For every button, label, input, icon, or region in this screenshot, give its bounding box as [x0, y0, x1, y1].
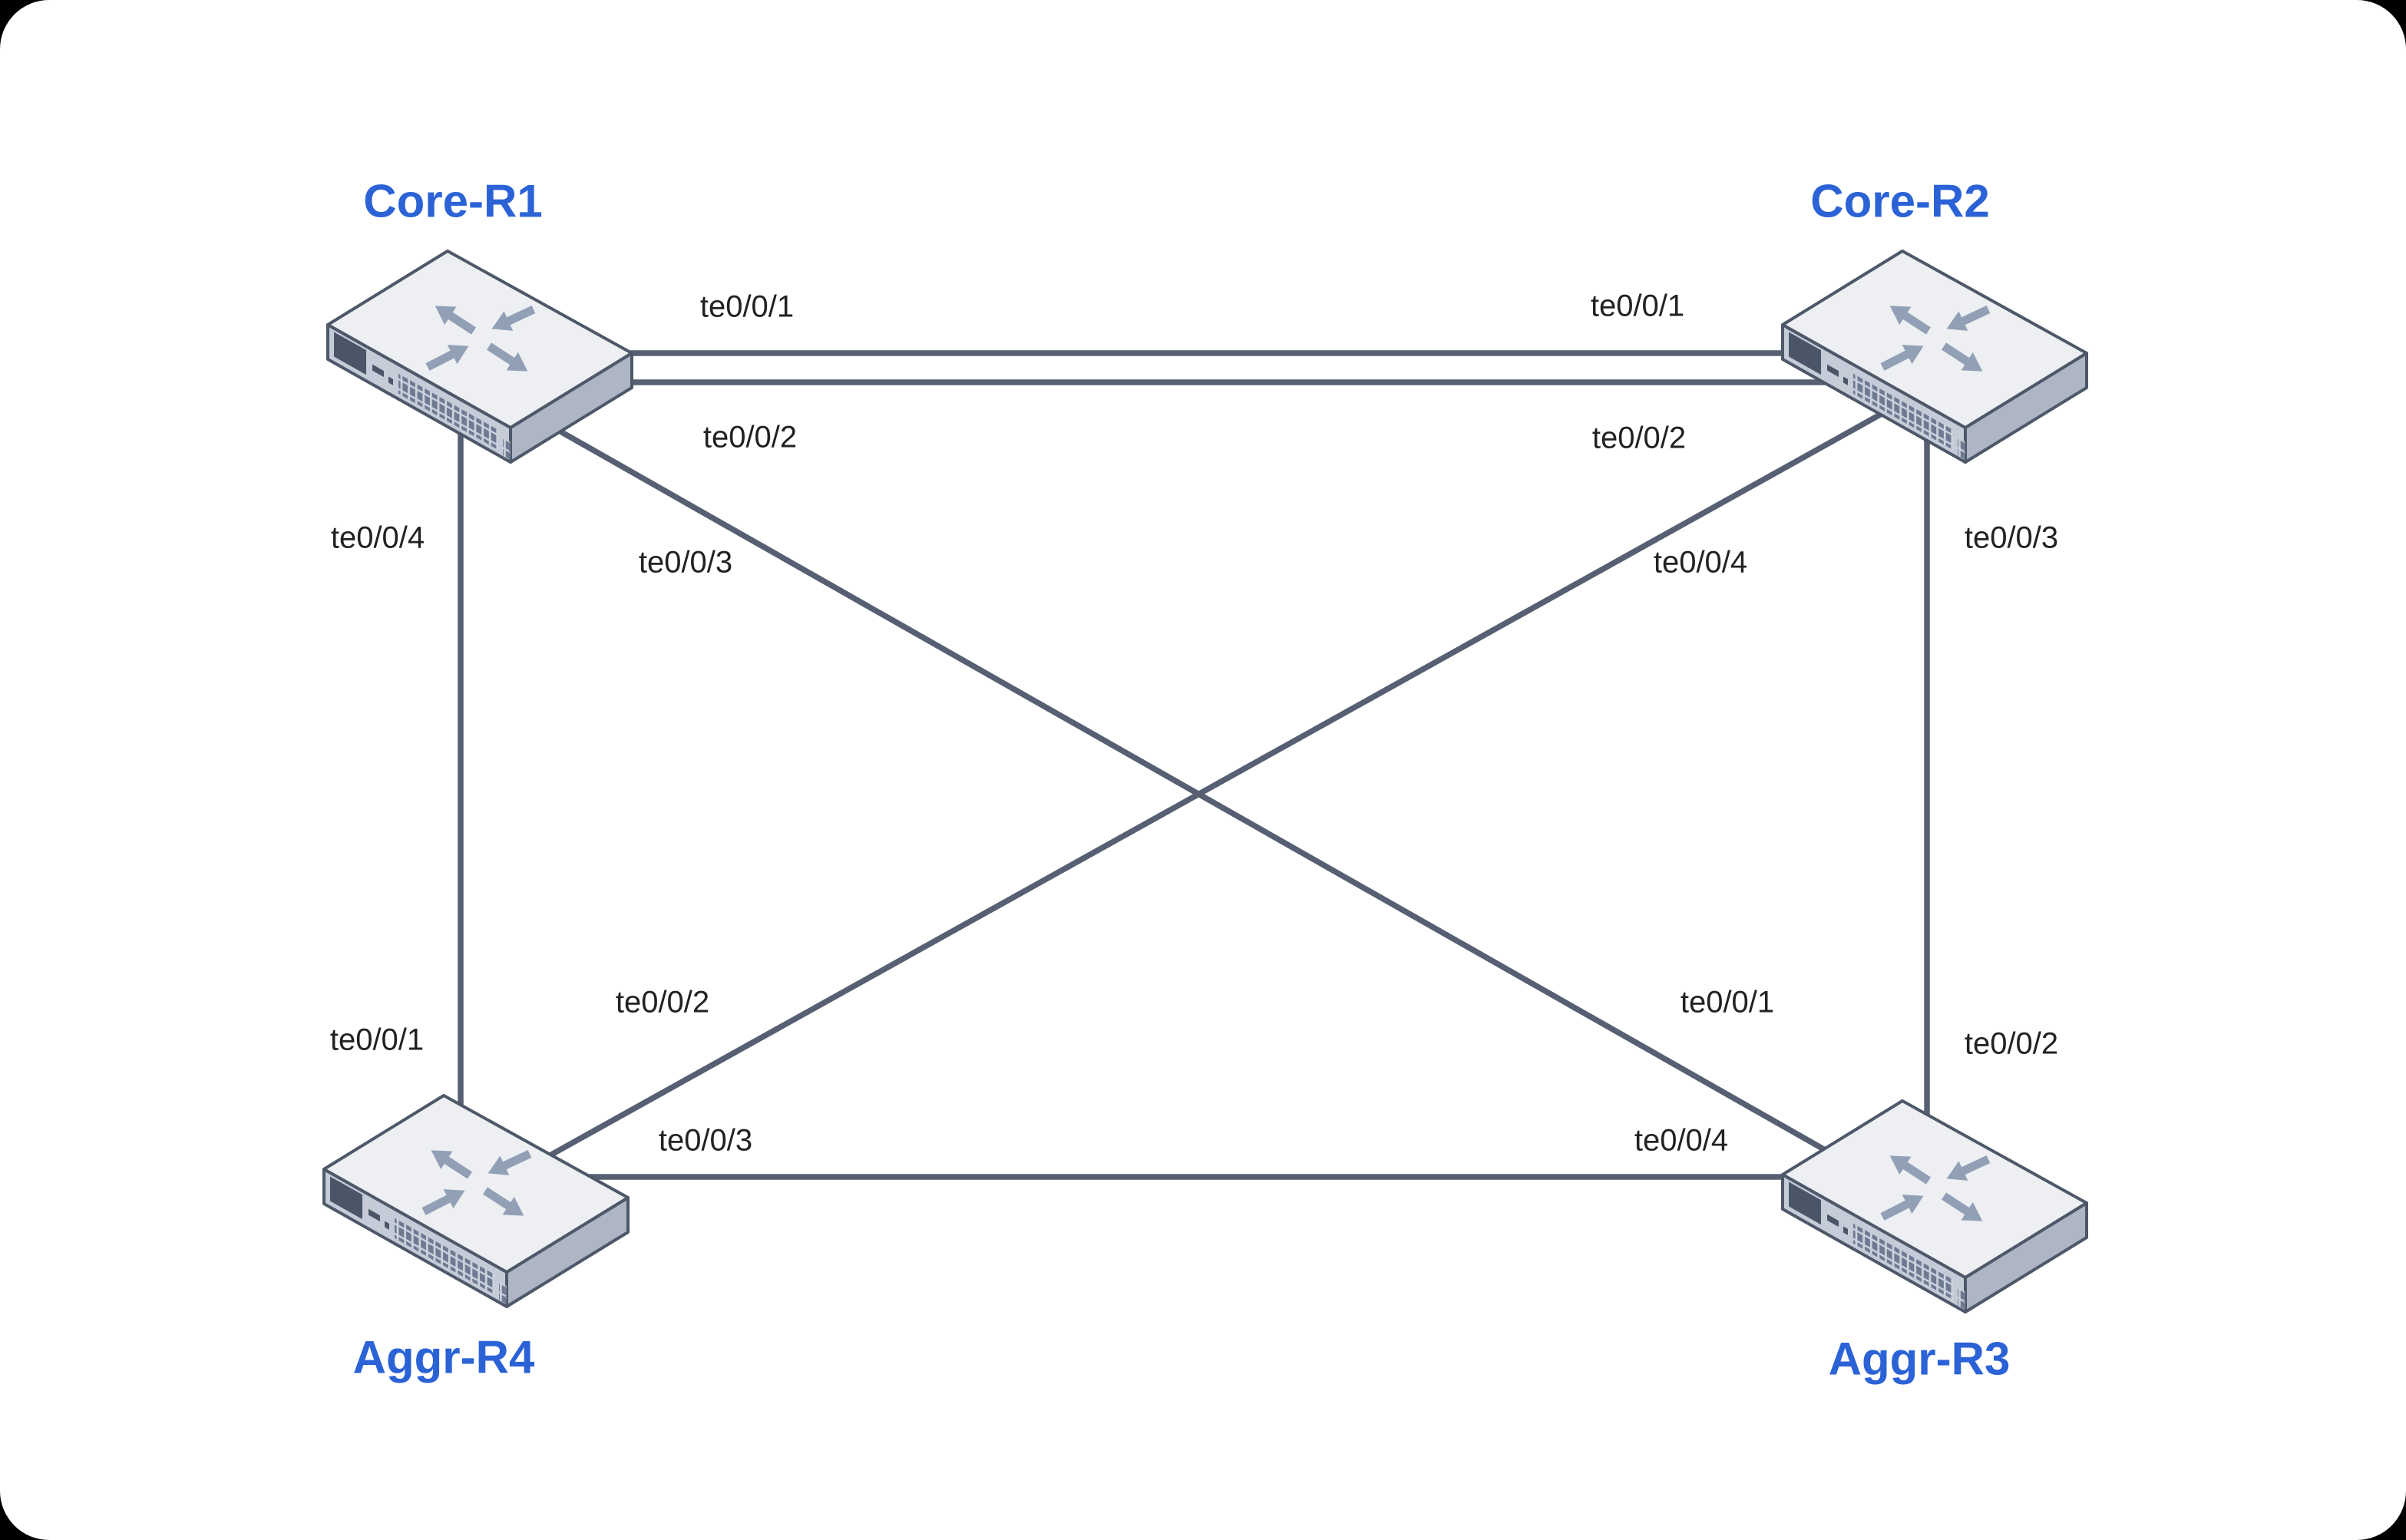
- interface-label: te0/0/3: [1964, 520, 2059, 555]
- interface-label: te0/0/2: [702, 420, 798, 454]
- device-node-core-r2: [1781, 250, 2088, 468]
- interface-label: te0/0/3: [658, 1123, 753, 1158]
- interface-label: te0/0/1: [1590, 289, 1685, 323]
- interface-label: te0/0/1: [329, 1023, 425, 1057]
- interface-label: te0/0/3: [638, 545, 733, 580]
- router-icon: [1781, 1099, 2088, 1318]
- router-icon: [322, 1094, 630, 1313]
- device-label-aggr-r4: Aggr-R4: [352, 1331, 535, 1383]
- device-node-core-r1: [326, 250, 633, 468]
- device-node-aggr-r3: [1781, 1099, 2088, 1318]
- interface-label: te0/0/1: [1680, 985, 1775, 1020]
- interface-label: te0/0/4: [1653, 545, 1748, 580]
- interface-label: te0/0/2: [1964, 1026, 2059, 1061]
- interface-label: te0/0/2: [1591, 421, 1687, 455]
- interface-label: te0/0/4: [330, 520, 425, 555]
- device-label-aggr-r3: Aggr-R3: [1828, 1333, 2011, 1385]
- router-icon: [326, 250, 633, 468]
- device-node-aggr-r4: [322, 1094, 630, 1313]
- device-label-core-r1: Core-R1: [363, 175, 543, 227]
- interface-label: te0/0/1: [699, 289, 795, 324]
- link-line: [530, 407, 1890, 1168]
- interface-label: te0/0/2: [615, 985, 710, 1020]
- router-icon: [1781, 250, 2088, 468]
- device-label-core-r2: Core-R2: [1810, 175, 1990, 227]
- interface-label: te0/0/4: [1634, 1123, 1729, 1158]
- link-line: [536, 415, 1840, 1161]
